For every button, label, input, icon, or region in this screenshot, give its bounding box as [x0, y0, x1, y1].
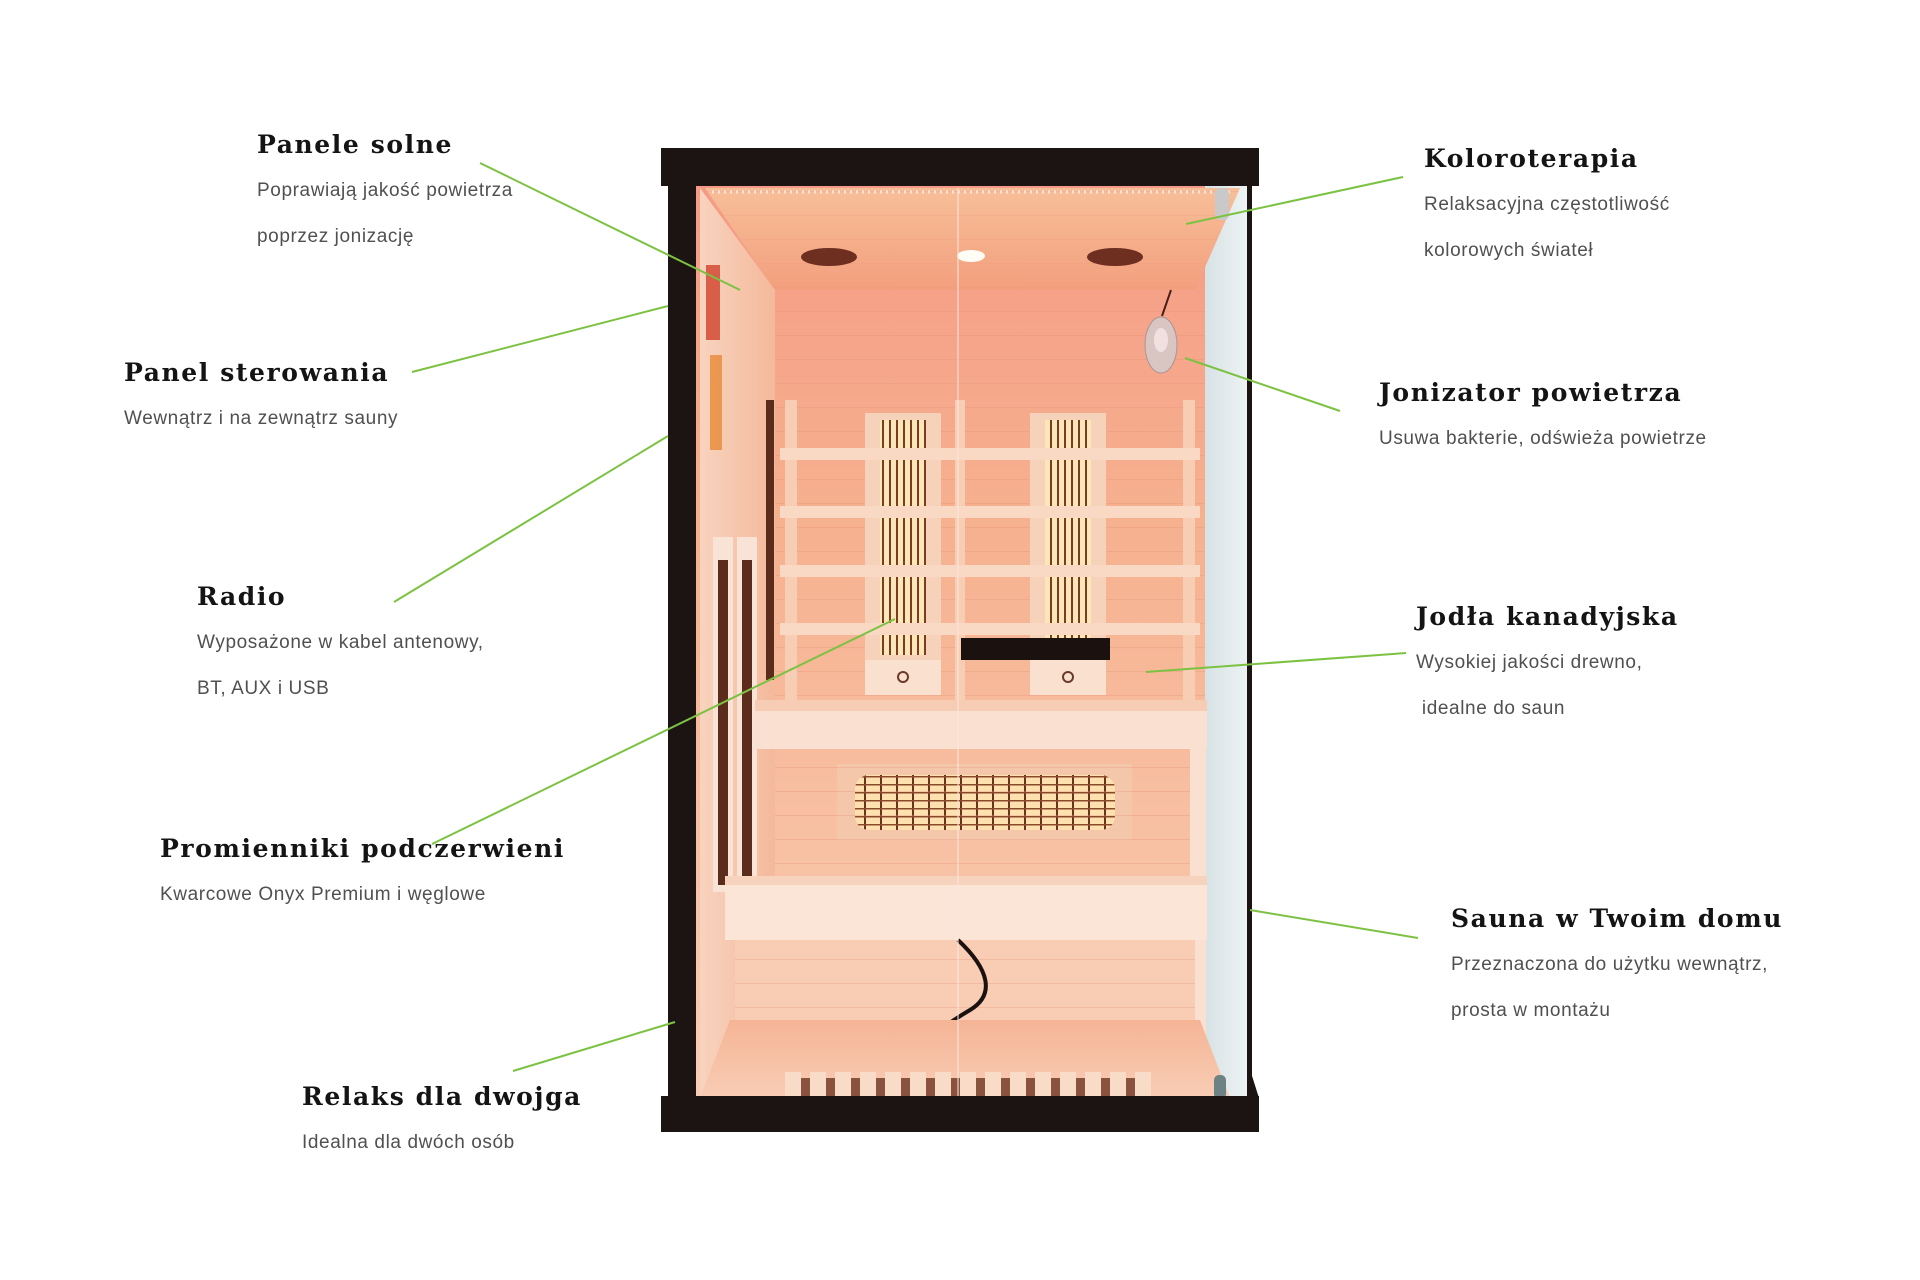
callout-jodla: Jodła kanadyjska Wysokiej jakości drewno…	[1416, 602, 1679, 732]
callout-desc-line: kolorowych świateł	[1424, 240, 1594, 261]
callout-desc-line: Usuwa bakterie, odświeża powietrze	[1379, 428, 1707, 449]
leader-line-jodla	[1145, 652, 1407, 673]
callout-title: Koloroterapia	[1424, 144, 1639, 173]
callout-title: Jonizator powietrza	[1379, 378, 1683, 407]
callout-title: Panele solne	[257, 130, 454, 159]
frame-left-post	[668, 186, 696, 1098]
callout-desc-line: Wyposażone w kabel antenowy,	[197, 632, 484, 653]
leader-line-panel-sterowania	[411, 305, 669, 373]
callout-title: Relaks dla dwojga	[302, 1082, 582, 1111]
leader-line-panele-solne	[479, 162, 741, 291]
callout-title: Promienniki podczerwieni	[160, 834, 566, 863]
callout-promienniki: Promienniki podczerwieni Kwarcowe Onyx P…	[160, 834, 565, 918]
callout-desc-line: prosta w montażu	[1451, 1000, 1611, 1021]
callout-desc-line: Poprawiają jakość powietrza	[257, 180, 513, 201]
callout-desc-line: Wewnątrz i na zewnątrz sauny	[124, 408, 399, 429]
callout-koloroterapia: Koloroterapia Relaksacyjna częstotliwość…	[1424, 144, 1670, 274]
callout-sauna-dom: Sauna w Twoim domu Przeznaczona do użytk…	[1451, 904, 1783, 1034]
callout-desc-line: Relaksacyjna częstotliwość	[1424, 194, 1670, 215]
frame-top	[661, 148, 1259, 186]
callout-desc-line: idealne do saun	[1416, 698, 1566, 719]
leader-line-promienniki	[431, 618, 896, 845]
frame-right-post	[1247, 186, 1252, 1098]
callout-relaks: Relaks dla dwojga Idealna dla dwóch osób	[302, 1082, 582, 1166]
callout-title: Radio	[197, 582, 287, 611]
callout-panel-sterowania: Panel sterowania Wewnątrz i na zewnątrz …	[124, 358, 398, 442]
callout-radio: Radio Wyposażone w kabel antenowy, BT, A…	[197, 582, 484, 712]
callout-title: Jodła kanadyjska	[1416, 602, 1679, 631]
leader-line-koloroterapia	[1185, 176, 1404, 225]
callout-title: Panel sterowania	[124, 358, 390, 387]
leader-line-sauna-dom	[1249, 909, 1419, 939]
callout-desc-line: Kwarcowe Onyx Premium i węglowe	[160, 884, 486, 905]
callout-desc-line: poprzez jonizację	[257, 226, 415, 247]
callout-desc-line: Wysokiej jakości drewno,	[1416, 652, 1643, 673]
callout-title: Sauna w Twoim domu	[1451, 904, 1784, 933]
frame-base	[661, 1096, 1259, 1132]
callout-panele-solne: Panele solne Poprawiają jakość powietrza…	[257, 130, 513, 260]
callout-desc-line: BT, AUX i USB	[197, 678, 330, 699]
callout-desc-line: Przeznaczona do użytku wewnątrz,	[1451, 954, 1769, 975]
leader-line-jonizator	[1184, 357, 1341, 412]
leader-line-relaks	[512, 1021, 676, 1072]
callout-desc-line: Idealna dla dwóch osób	[302, 1132, 515, 1153]
leader-line-radio	[393, 435, 669, 603]
callout-jonizator: Jonizator powietrza Usuwa bakterie, odśw…	[1379, 378, 1707, 462]
